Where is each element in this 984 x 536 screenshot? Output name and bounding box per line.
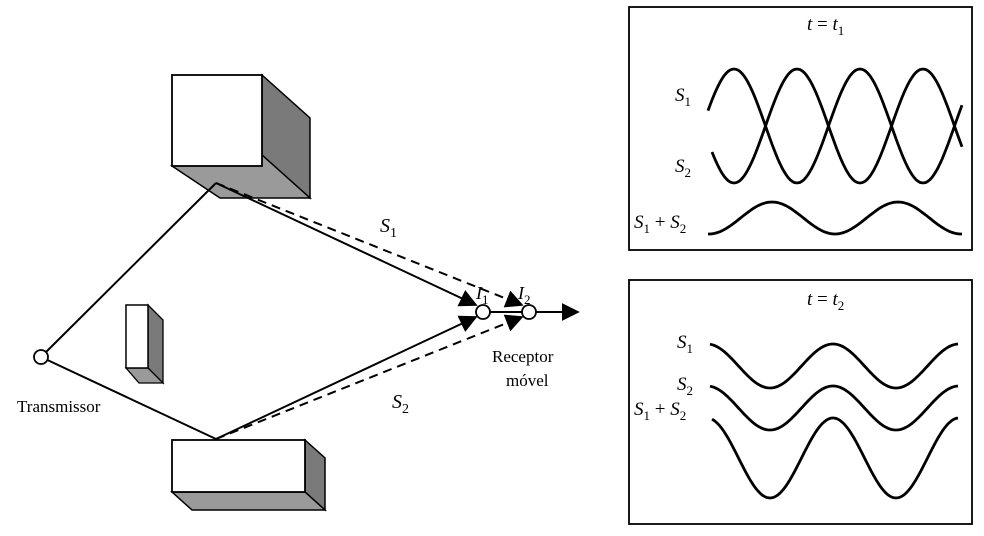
panel-t2-title: t = t2: [807, 289, 844, 313]
receiver-point-2: [521, 304, 537, 320]
wave-t2-s2: [709, 384, 959, 432]
ray-tx-to-top: [40, 182, 217, 358]
path-label-s2: S2: [392, 391, 409, 417]
panel-t1-s2-label: S2: [675, 156, 691, 180]
path-label-s1: S1: [380, 215, 397, 241]
ray-s1-dashed: [215, 182, 524, 308]
panel-t1-s1-label: S1: [675, 85, 691, 109]
ray-s1-solid: [215, 182, 478, 307]
transmitter-label: Transmissor: [17, 397, 101, 416]
building-small: [124, 303, 165, 385]
ray-s2-solid: [215, 315, 478, 440]
propagation-paths: [40, 182, 580, 440]
wave-t2-s1: [709, 342, 959, 390]
receiver-label-line2: móvel: [506, 371, 549, 390]
receiver-label-line1: Receptor: [492, 347, 554, 366]
transmitter-node: [33, 349, 49, 365]
receiver-point-1: [475, 304, 491, 320]
panel-t2-sum-label: S1 + S2: [634, 399, 686, 423]
panel-t1-sum-label: S1 + S2: [634, 212, 686, 236]
panel-t1: t = t1 S1 S2 S1 + S2: [628, 6, 973, 251]
panel-t1-title: t = t1: [807, 14, 844, 38]
building-bottom: [170, 438, 327, 512]
wave-t1-sum: [708, 200, 962, 236]
building-top: [169, 73, 312, 200]
point-label-i1: I1: [475, 283, 489, 307]
panel-t2-s1-label: S1: [677, 332, 693, 356]
panel-t2-frame: [628, 279, 973, 525]
panel-t2: t = t2 S1 S2 S1 + S2: [628, 279, 973, 525]
ray-s2-dashed: [215, 314, 524, 440]
panel-t1-frame: [628, 6, 973, 251]
ray-tx-to-bottom: [40, 356, 217, 440]
wave-t2-sum: [711, 416, 959, 500]
point-label-i2: I2: [517, 283, 531, 307]
wave-t1-s1: [706, 67, 964, 185]
panel-t2-s2-label: S2: [677, 374, 693, 398]
wave-t1-s2: [710, 67, 964, 185]
